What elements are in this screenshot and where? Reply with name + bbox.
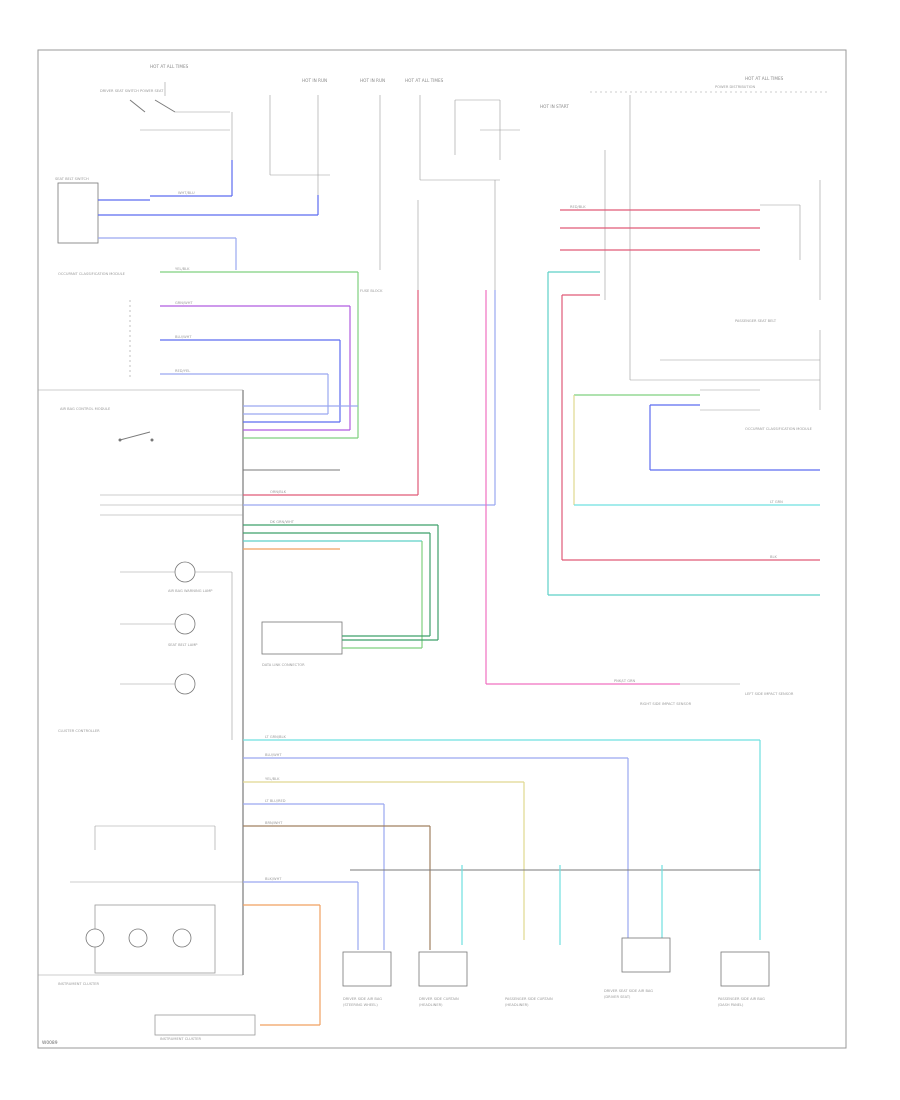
wire-label-w16: LT GRN [770,500,783,504]
airbag-module-label: AIR BAG CONTROL MODULE [60,407,111,411]
footer-id: W0089 [42,1040,58,1046]
bottom-comp-0-name: DRIVER SIDE AIR BAG [343,997,382,1001]
driver-airbag-box [342,951,392,987]
diagram-frame [37,49,847,1049]
ground-ticks [461,865,663,945]
bottom-comp-3-name: DRIVER SEAT SIDE AIR BAG [604,989,653,993]
bottom-comp-2-sub: (HEADLINER) [505,1003,529,1007]
data-link-connector: DATA LINK CONNECTOR [261,621,438,667]
wire-label-w14: YEL/BLK [265,777,280,781]
right-top-title2: POWER DISTRIBUTION [715,85,755,89]
seat-belt-lamp-label: SEAT BELT LAMP [168,643,198,647]
bottom-comp-3-sub: (DRIVER SEAT) [604,995,631,999]
right-impact-label: RIGHT SIDE IMPACT SENSOR [640,702,692,706]
wire-label-w9: DK GRN/WHT [270,520,295,524]
driver-seat-side-box [621,937,671,973]
wire-label-w7: PNK/LT GRN [614,679,636,683]
wire-label-w15: RED/BLK [570,205,586,209]
left-impact-label: LEFT SIDE IMPACT SENSOR [745,692,794,696]
wire-label-w12: BLK/WHT [265,877,282,881]
right-connector-brackets [680,180,821,685]
hot-in-run-2-label: HOT IN RUN [360,78,385,83]
driver-seat-switch-label: DRIVER SEAT SWITCH POWER SEAT [100,89,164,93]
wire-label-w10: BRN/WHT [265,821,283,825]
wire-label-w4b: BLU/WHT [265,753,282,757]
wire-label-w2: YEL/BLK [175,267,190,271]
airbag-control-module: AIR BAG CONTROL MODULE [38,389,358,976]
squib-wires: LT GRN/BLK BLU/WHT YEL/BLK LT BLU/RED BR… [243,735,761,1026]
wire-label-w8: LT BLU/RED [265,799,286,803]
bottom-comp-1-sub: (HEADLINER) [419,1003,443,1007]
bottom-components: DRIVER SIDE AIR BAG (STEERING WHEEL) DRI… [342,937,770,1007]
instrument-cluster-label: INSTRUMENT CLUSTER [58,982,99,986]
seat-belt-switch-box: SEAT BELT SWITCH [55,177,319,270]
mid-left-switches [70,825,243,883]
bottom-comp-2-name: PASSENGER SIDE CURTAIN [505,997,553,1001]
top-mid-fuses: HOT IN RUN HOT IN RUN HOT AT ALL TIMES H… [269,78,569,293]
mid-wire-lines: ORN/BLK DK GRN/WHT [100,290,496,648]
hot-at-all-times-left-label: HOT AT ALL TIMES [150,64,189,69]
occupant-sensor-label: OCCUPANT CLASSIFICATION MODULE [58,272,126,276]
cluster-controller-label: CLUSTER CONTROLLER [58,729,100,733]
diagnostic-label: DATA LINK CONNECTOR [262,663,305,667]
top-left-switch-group: HOT AT ALL TIMES DRIVER SEAT SWITCH POWE… [100,64,233,197]
passenger-airbag-box [720,951,770,987]
bottom-comp-1-name: DRIVER SIDE CURTAIN [419,997,459,1001]
wire-label-w4: BLU/WHT [175,335,192,339]
airbag-warning-label: AIR BAG WARNING LAMP [168,589,213,593]
seat-belt-switch-label: SEAT BELT SWITCH [55,177,89,181]
right-top-title: HOT AT ALL TIMES [745,76,784,81]
bottom-comp-0-sub: (STEERING WHEEL) [343,1003,378,1007]
warning-lamps: AIR BAG WARNING LAMP SEAT BELT LAMP CLUS… [58,561,233,740]
bottom-comp-4-sub: (DASH PANEL) [718,1003,744,1007]
wire-label-w3: GRN/WHT [175,301,193,305]
ignition-switch-symbol [118,431,154,442]
wire-label-w5: RED/YEL [175,369,190,373]
hot-in-start-label: HOT IN START [540,104,569,109]
cluster-fuse-label: FUSE BLOCK [360,289,383,293]
top-right-distribution: HOT AT ALL TIMES POWER DISTRIBUTION [590,76,830,410]
driver-curtain-box [418,951,468,987]
occupant-module-label: OCCUPANT CLASSIFICATION MODULE [745,427,813,431]
instrument-cluster-lamps: INSTRUMENT CLUSTER INSTRUMENT CLUSTER [58,904,256,1041]
left-wire-bundle: YEL/BLK GRN/WHT BLU/WHT RED/YEL [129,267,359,438]
passenger-seat-label: PASSENGER SEAT BELT [735,319,777,323]
wire-label-w1: WHT/BLU [178,191,195,195]
right-connector-wires: RED/BLK LT GRN BLK [547,205,820,596]
hot-in-run-1-label: HOT IN RUN [302,78,327,83]
wire-label-w13: LT GRN/BLK [265,735,286,739]
bottom-comp-4-name: PASSENGER SIDE AIR BAG [718,997,765,1001]
wire-label-w6: ORN/BLK [270,490,287,494]
instrument-bottom-label: INSTRUMENT CLUSTER [160,1037,201,1041]
wire-label-w11: BLK [770,555,777,559]
hot-at-all-times-mid-label: HOT AT ALL TIMES [405,78,444,83]
